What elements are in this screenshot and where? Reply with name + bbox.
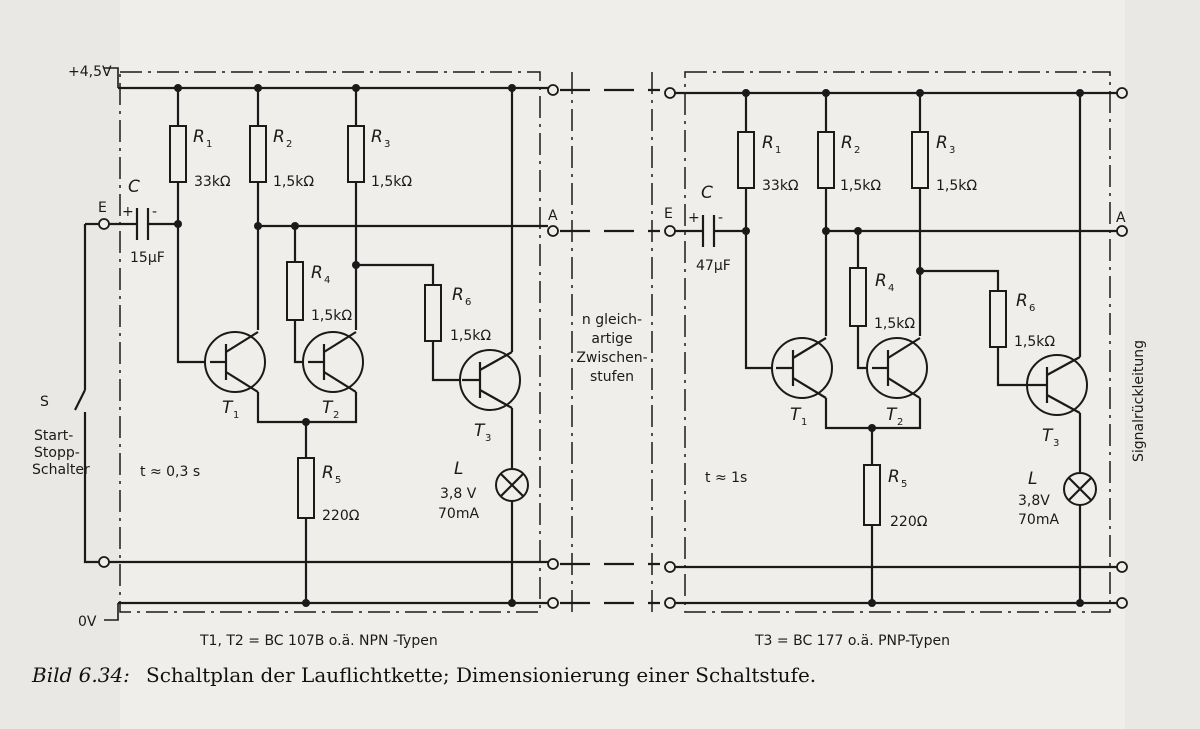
s1-r4-value: 1,5kΩ: [311, 308, 352, 324]
s1-r3-sub: 3: [384, 139, 390, 150]
s2-r2-label: R: [841, 133, 853, 153]
s1-r1-sub: 1: [206, 139, 212, 150]
s1-lamp-label: L: [454, 459, 463, 479]
s1-r2-value: 1,5kΩ: [273, 174, 314, 190]
s2-r1-label: R: [762, 133, 774, 153]
npn-type-note: T1, T2 = BC 107B o.ä. NPN -Typen: [199, 633, 438, 649]
s1-r1-value: 33kΩ: [194, 174, 231, 190]
s2-time: t ≈ 1s: [705, 470, 747, 486]
s2-r3-label: R: [936, 133, 948, 153]
s1-r6-value: 1,5kΩ: [450, 328, 491, 344]
s2-r5-sub: 5: [901, 479, 907, 490]
middle-line3: Zwischen-: [576, 350, 647, 366]
s1-r3-value: 1,5kΩ: [371, 174, 412, 190]
s2-c-value: 47µF: [696, 258, 731, 274]
s2-r2-sub: 2: [854, 145, 860, 156]
s2-r6-value: 1,5kΩ: [1014, 334, 1055, 350]
s2-r3-sub: 3: [949, 145, 955, 156]
s2-r4-label: R: [875, 271, 887, 291]
terminal-a-label: A: [548, 208, 558, 224]
s2-t2-label: T: [886, 405, 898, 425]
s1-r5-label: R: [322, 463, 334, 483]
caption: Bild 6.34: Schaltplan der Lauflichtkette…: [31, 663, 816, 687]
stage1-labels: +4,5V 0V E A C + - 15µF R 1 33kΩ R 2 1,5…: [32, 64, 558, 630]
s2-r1-value: 33kΩ: [762, 178, 799, 194]
stage2-box: [684, 71, 1111, 613]
s2-c-plus: +: [688, 210, 700, 226]
s1-t2-sub: 2: [333, 410, 339, 421]
s1-r1-label: R: [193, 127, 205, 147]
rails: [104, 67, 1118, 621]
s1-t2-label: T: [322, 398, 334, 418]
s2-r1-sub: 1: [775, 145, 781, 156]
supply-plus-label: +4,5V: [68, 64, 112, 80]
s1-r2-label: R: [273, 127, 285, 147]
stage1-box: [119, 71, 541, 613]
s1-r4-sub: 4: [324, 275, 330, 286]
s1-c-value: 15µF: [130, 250, 165, 266]
s2-t1-sub: 1: [801, 417, 807, 428]
s2-r6-label: R: [1016, 291, 1028, 311]
s2-t3-sub: 3: [1053, 438, 1059, 449]
switch-symbol: S: [40, 394, 49, 410]
s2-r5-value: 220Ω: [890, 514, 928, 530]
s2-c-minus: -: [718, 210, 723, 226]
s2-r5-label: R: [888, 467, 900, 487]
stage2-labels: E A C + - 47µF R 1 33kΩ R 2 1,5kΩ R 3 1,…: [664, 133, 1147, 530]
s2-terminal-a-label: A: [1116, 210, 1126, 226]
s2-c-label: C: [701, 183, 713, 203]
middle-box: [571, 72, 653, 612]
s2-lamp-curr: 70mA: [1018, 512, 1059, 528]
caption-label: Bild 6.34:: [31, 663, 130, 687]
s2-lamp-volt: 3,8V: [1018, 493, 1050, 509]
s1-r5-sub: 5: [335, 475, 341, 486]
caption-text: Schaltplan der Lauflichtkette; Dimension…: [146, 663, 816, 687]
stage1-circuit: [74, 84, 548, 607]
s1-lamp-curr: 70mA: [438, 506, 479, 522]
s1-t3-sub: 3: [485, 433, 491, 444]
s2-r6-sub: 6: [1029, 303, 1035, 314]
s1-t1-sub: 1: [233, 410, 239, 421]
switch-line1: Start-: [34, 428, 73, 444]
middle-labels: n gleich- artige Zwischen- stufen: [575, 310, 649, 388]
middle-line4: stufen: [590, 369, 634, 385]
s1-c-minus: -: [152, 204, 157, 220]
s2-terminal-e-label: E: [664, 206, 673, 222]
s2-t2-sub: 2: [897, 417, 903, 428]
s1-t1-label: T: [222, 398, 234, 418]
switch-line2: Stopp-: [34, 445, 80, 461]
s1-lamp-volt: 3,8 V: [440, 486, 477, 502]
s2-r4-sub: 4: [888, 283, 894, 294]
middle-line2: artige: [591, 331, 632, 347]
s2-lamp-label: L: [1028, 469, 1037, 489]
s1-c-label: C: [128, 177, 140, 197]
s2-r4-value: 1,5kΩ: [874, 316, 915, 332]
s2-t1-label: T: [790, 405, 802, 425]
supply-zero-label: 0V: [78, 614, 97, 630]
return-line-label: Signalrückleitung: [1131, 340, 1147, 462]
s1-r6-sub: 6: [465, 297, 471, 308]
s1-r6-label: R: [452, 285, 464, 305]
stage2-circuit: [675, 89, 1117, 607]
type-notes: T1, T2 = BC 107B o.ä. NPN -Typen T3 = BC…: [199, 633, 950, 649]
switch-line3: Schalter: [32, 462, 90, 478]
middle-line1: n gleich-: [582, 312, 642, 328]
s1-r5-value: 220Ω: [322, 508, 360, 524]
terminals: [98, 84, 1128, 609]
pnp-type-note: T3 = BC 177 o.ä. PNP-Typen: [754, 633, 950, 649]
s1-time: t ≈ 0,3 s: [140, 464, 200, 480]
s2-r3-value: 1,5kΩ: [936, 178, 977, 194]
s1-r3-label: R: [371, 127, 383, 147]
s1-c-plus: +: [122, 204, 134, 220]
s2-t3-label: T: [1042, 426, 1054, 446]
s1-r4-label: R: [311, 263, 323, 283]
terminal-e-label: E: [98, 200, 107, 216]
s2-r2-value: 1,5kΩ: [840, 178, 881, 194]
s1-r2-sub: 2: [286, 139, 292, 150]
s1-t3-label: T: [474, 421, 486, 441]
